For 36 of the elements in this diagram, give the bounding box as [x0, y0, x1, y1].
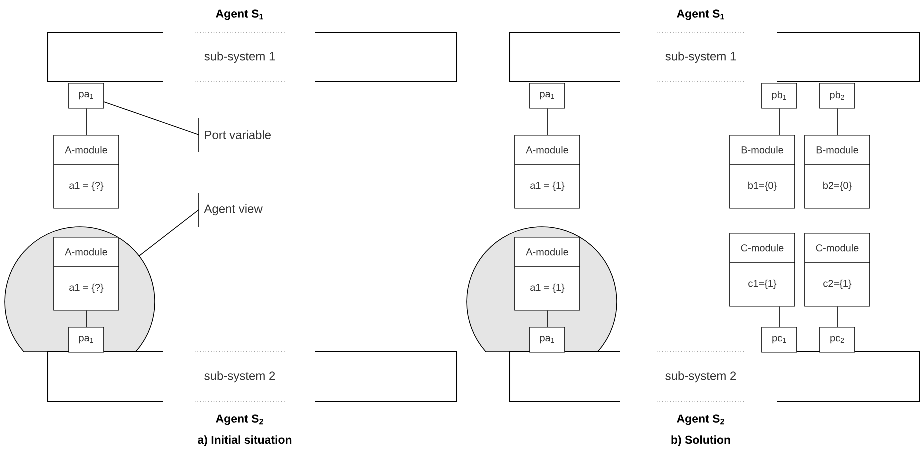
- module-box: B-module b1={0}: [730, 135, 796, 209]
- connector-line: [86, 310, 87, 328]
- module-box: A-module a1 = {?}: [54, 135, 120, 209]
- port-box: pa$_{1}$: [68, 327, 104, 353]
- callout-label: Port variable: [198, 118, 272, 152]
- port-box: pa$_{1}$: [530, 83, 566, 109]
- agent-heading: Agent S$_{1}$: [216, 10, 264, 20]
- module-box: A-module a1 = {?}: [54, 237, 120, 311]
- port-box: pa$_{1}$: [530, 327, 566, 353]
- subsystem-bar: sub-system 1: [48, 32, 458, 82]
- module-box: C-module c2={1}: [804, 233, 870, 307]
- module-box: B-module b2={0}: [804, 135, 870, 209]
- port-box: pa$_{1}$: [68, 83, 104, 109]
- module-box: A-module a1 = {1}: [514, 135, 580, 209]
- connector-line: [779, 108, 780, 136]
- callout-label: Agent view: [198, 192, 263, 228]
- agent-heading: Agent S$_{2}$: [677, 414, 724, 426]
- connector-line: [779, 306, 780, 328]
- module-box: A-module a1 = {1}: [514, 237, 580, 311]
- subsystem-bar: sub-system 1: [510, 32, 920, 82]
- connector-line: [139, 210, 200, 256]
- connector-line: [104, 102, 200, 136]
- connector-line: [86, 108, 87, 136]
- connector-line: [547, 108, 548, 136]
- subsystem-bar: sub-system 2: [510, 352, 920, 402]
- subsystem-bar: sub-system 2: [48, 352, 458, 402]
- port-box: pc$_{1}$: [762, 327, 798, 353]
- connector-line: [547, 310, 548, 328]
- agent-heading: Agent S$_{1}$: [677, 10, 724, 20]
- port-box: pb$_{1}$: [762, 83, 798, 109]
- port-box: pb$_{2}$: [820, 83, 856, 109]
- agent-heading: Agent S$_{2}$: [216, 414, 264, 426]
- connector-line: [837, 306, 838, 328]
- connector-line: [837, 108, 838, 136]
- module-box: C-module c1={1}: [730, 233, 796, 307]
- port-box: pc$_{2}$: [820, 327, 856, 353]
